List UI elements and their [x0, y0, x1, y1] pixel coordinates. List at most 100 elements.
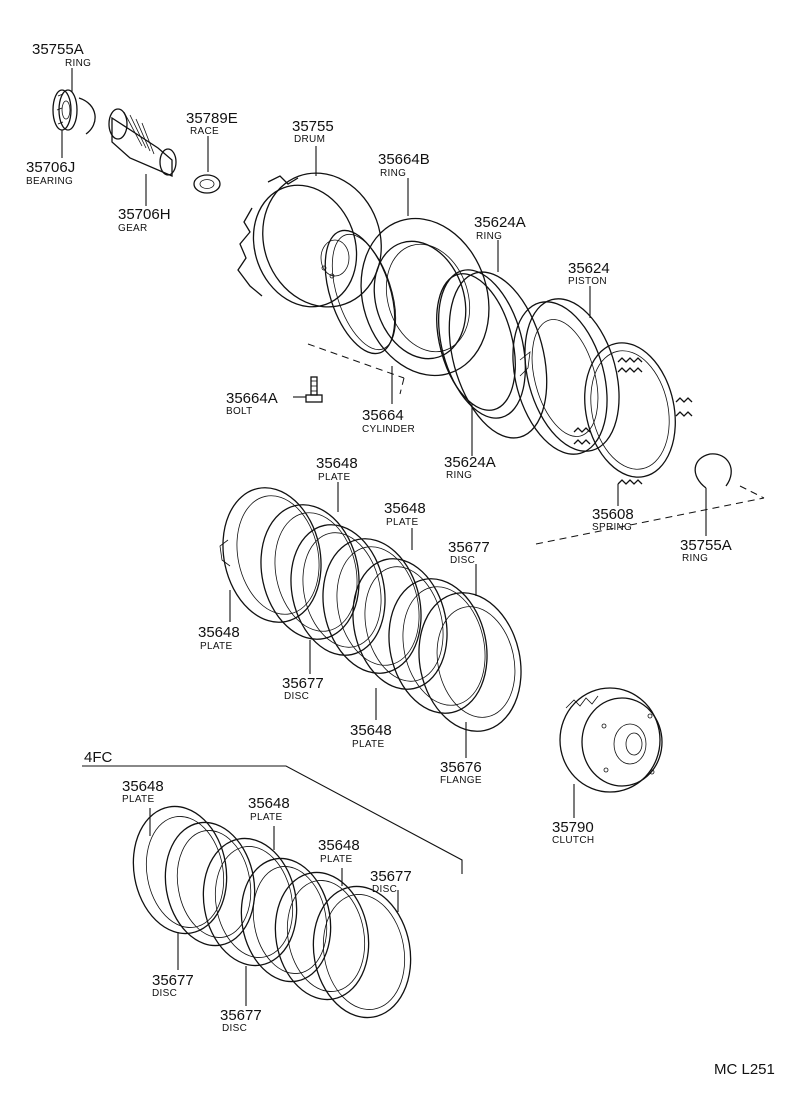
part-name: DISC	[222, 1023, 247, 1034]
part-name: DISC	[450, 555, 475, 566]
part-name: DRUM	[294, 134, 325, 145]
part-name: CYLINDER	[362, 424, 415, 435]
part-name: BOLT	[226, 406, 253, 417]
part-number: 35755A	[680, 537, 732, 554]
part-name: RING	[476, 231, 502, 242]
label-plate-35648-c: 35648 PLATE	[198, 624, 240, 652]
label-plate-35648-g: 35648 PLATE	[318, 837, 360, 865]
part-number: 35790	[552, 819, 594, 836]
bearing-35706j-drawing	[52, 89, 78, 131]
part-number: 35648	[198, 624, 240, 641]
part-name: RING	[380, 168, 406, 179]
part-name: PLATE	[352, 739, 384, 750]
part-number: 35664B	[378, 151, 430, 168]
part-number: 35677	[220, 1007, 262, 1024]
part-name: PLATE	[250, 812, 282, 823]
ring-35624a-drawing	[436, 269, 548, 439]
gear-35706h-drawing	[108, 108, 177, 177]
part-number: 35648	[384, 500, 426, 517]
part-name: RACE	[190, 126, 219, 137]
part-number: 35648	[122, 778, 164, 795]
part-number: 35624	[568, 260, 610, 277]
label-plate-35648-b: 35648 PLATE	[384, 500, 426, 528]
clutch-pack-drawing	[219, 487, 522, 732]
leader-lines	[61, 68, 765, 1006]
label-ring-35755a-top: 35755A RING	[32, 41, 91, 69]
clutch-35790-drawing	[559, 687, 663, 793]
part-number: 35789E	[186, 110, 238, 127]
label-ring-35624a-bottom: 35624A RING	[444, 454, 496, 481]
fourfc-stack-drawing	[132, 805, 412, 1019]
part-number: 35706J	[26, 159, 75, 176]
label-plate-35648-f: 35648 PLATE	[248, 795, 290, 823]
label-clutch-35790: 35790 CLUTCH	[552, 819, 594, 846]
part-number: 35664	[362, 407, 404, 424]
part-drawings	[52, 89, 732, 1019]
label-flange-35676: 35676 FLANGE	[440, 759, 482, 786]
part-number: 35648	[350, 722, 392, 739]
label-plate-35648-d: 35648 PLATE	[350, 722, 392, 750]
label-disc-35677-e: 35677 DISC	[220, 1007, 262, 1034]
part-name: PISTON	[568, 276, 607, 287]
part-number: 35648	[248, 795, 290, 812]
part-number: 35706H	[118, 206, 171, 223]
label-ring-35624a-top: 35624A RING	[474, 214, 526, 242]
part-name: PLATE	[320, 854, 352, 865]
part-name: BEARING	[26, 176, 73, 187]
label-spring-35608: 35608 SPRING	[592, 506, 634, 533]
part-name: PLATE	[122, 794, 154, 805]
label-disc-35677-b: 35677 DISC	[282, 675, 324, 702]
bolt-35664a-drawing	[305, 376, 323, 403]
label-plate-35648-e: 35648 PLATE	[122, 778, 164, 805]
spring-35608-drawing	[573, 342, 693, 485]
label-disc-35677-a: 35677 DISC	[448, 539, 490, 566]
part-number: 35648	[316, 455, 358, 472]
part-number: 35677	[152, 972, 194, 989]
part-number: 35677	[448, 539, 490, 556]
part-name: PLATE	[200, 641, 232, 652]
part-name: DISC	[284, 691, 309, 702]
label-bearing-35706j: 35706J BEARING	[26, 159, 75, 187]
part-name: RING	[682, 553, 708, 564]
part-name: DISC	[372, 884, 397, 895]
label-ring-35755a-right: 35755A RING	[680, 537, 732, 564]
label-gear-35706h: 35706H GEAR	[118, 206, 171, 234]
piston-35624-drawing	[512, 298, 620, 455]
part-number: 35755	[292, 118, 334, 135]
ring-35664b-drawing	[324, 229, 397, 355]
label-cylinder-35664: 35664 CYLINDER	[362, 407, 415, 435]
part-name: PLATE	[386, 517, 418, 528]
part-name: GEAR	[118, 223, 148, 234]
part-name: SPRING	[592, 522, 632, 533]
part-number: 35624A	[444, 454, 496, 471]
part-number: 35677	[282, 675, 324, 692]
part-number: 35608	[592, 506, 634, 523]
part-name: RING	[65, 58, 91, 69]
label-piston-35624: 35624 PISTON	[568, 260, 610, 287]
label-bolt-35664a: 35664A BOLT	[226, 390, 278, 417]
diagram-code: MC L251	[714, 1061, 775, 1078]
part-number: 35677	[370, 868, 412, 885]
part-name: DISC	[152, 988, 177, 999]
label-plate-35648-a: 35648 PLATE	[316, 455, 358, 483]
variant-label: 4FC	[84, 749, 113, 766]
label-drum-35755: 35755 DRUM	[292, 118, 334, 145]
part-name: RING	[446, 470, 472, 481]
part-name: CLUTCH	[552, 835, 594, 846]
ring-35755a-drawing	[78, 97, 96, 135]
part-number: 35755A	[32, 41, 84, 58]
ring-35755a-right-drawing	[694, 453, 732, 489]
label-ring-35664b: 35664B RING	[378, 151, 430, 179]
part-labels: 35755A RING 35706J BEARING 35706H GEAR 3…	[26, 41, 775, 1078]
label-race-35789e: 35789E RACE	[186, 110, 238, 137]
drum-35755-drawing	[237, 172, 382, 308]
part-number: 35624A	[474, 214, 526, 231]
part-name: PLATE	[318, 472, 350, 483]
part-number: 35648	[318, 837, 360, 854]
race-35789e-drawing	[193, 174, 221, 194]
part-name: FLANGE	[440, 775, 482, 786]
part-number: 35676	[440, 759, 482, 776]
label-disc-35677-d: 35677 DISC	[152, 972, 194, 999]
part-number: 35664A	[226, 390, 278, 407]
